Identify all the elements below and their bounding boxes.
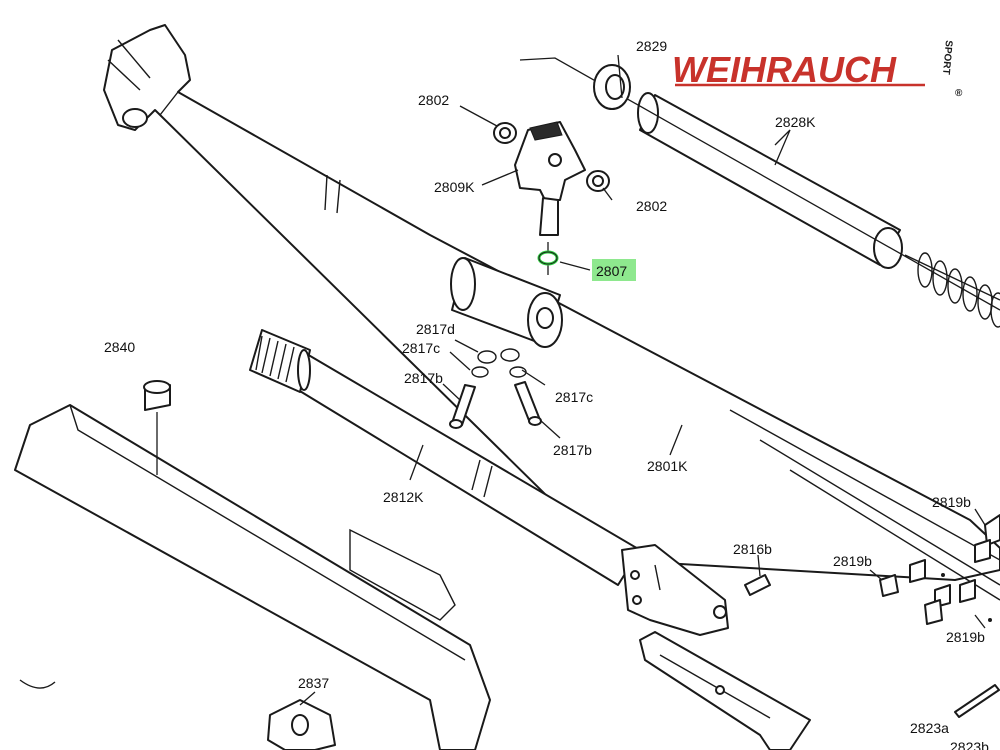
- part-labels: 2829 2802 2809K 2802 2828K 2807 2840 281…: [104, 38, 989, 750]
- label-2823b: 2823b: [950, 739, 989, 750]
- linkage-2823: [639, 631, 1000, 750]
- plug-2840: [143, 380, 171, 475]
- label-2823a: 2823a: [910, 720, 949, 736]
- label-2837: 2837: [298, 675, 329, 691]
- label-2817d: 2817d: [416, 321, 455, 337]
- label-2828K: 2828K: [775, 114, 816, 130]
- stock: [14, 404, 491, 750]
- logo-registered: ®: [955, 88, 963, 99]
- screw-2817b-left: [449, 384, 476, 429]
- washer-2817c-left: [471, 366, 489, 378]
- washer-2817c-top: [500, 348, 520, 362]
- label-2802-upper: 2802: [418, 92, 449, 108]
- label-2802-lower: 2802: [636, 198, 667, 214]
- washer-2817d: [477, 350, 497, 364]
- label-2812K: 2812K: [383, 489, 424, 505]
- barrel-2812K: [249, 329, 641, 586]
- highlight-box-2807: [592, 259, 636, 281]
- label-2807: 2807: [596, 263, 627, 279]
- seal-2829: [593, 64, 631, 110]
- label-2809K: 2809K: [434, 179, 475, 195]
- weihrauch-logo: WEIHRAUCH SPORT ®: [672, 40, 963, 99]
- label-2817c-left: 2817c: [402, 340, 440, 356]
- trigger-blocks-2819b: [879, 514, 1000, 625]
- label-2819b-top: 2819b: [932, 494, 971, 510]
- label-2829: 2829: [636, 38, 667, 54]
- trigger-guard-2837: [267, 699, 336, 750]
- compression-tube-2801K: [103, 24, 1000, 601]
- label-2801K: 2801K: [647, 458, 688, 474]
- spring-tube-2828K: [519, 57, 1000, 328]
- label-2819b-bottom: 2819b: [946, 629, 985, 645]
- breech-joint: [621, 544, 729, 636]
- o-ring-2807: [537, 242, 559, 275]
- label-2840: 2840: [104, 339, 135, 355]
- logo-sport: SPORT: [940, 40, 954, 75]
- label-2816b: 2816b: [733, 541, 772, 557]
- label-2819b-left: 2819b: [833, 553, 872, 569]
- pin-2816b: [744, 574, 771, 596]
- label-2817b-left: 2817b: [404, 370, 443, 386]
- lever-2809K: [514, 121, 586, 236]
- label-2817b-right: 2817b: [553, 442, 592, 458]
- leader-lines: [299, 54, 986, 706]
- logo-wordmark: WEIHRAUCH: [672, 49, 897, 90]
- label-2817c-right: 2817c: [555, 389, 593, 405]
